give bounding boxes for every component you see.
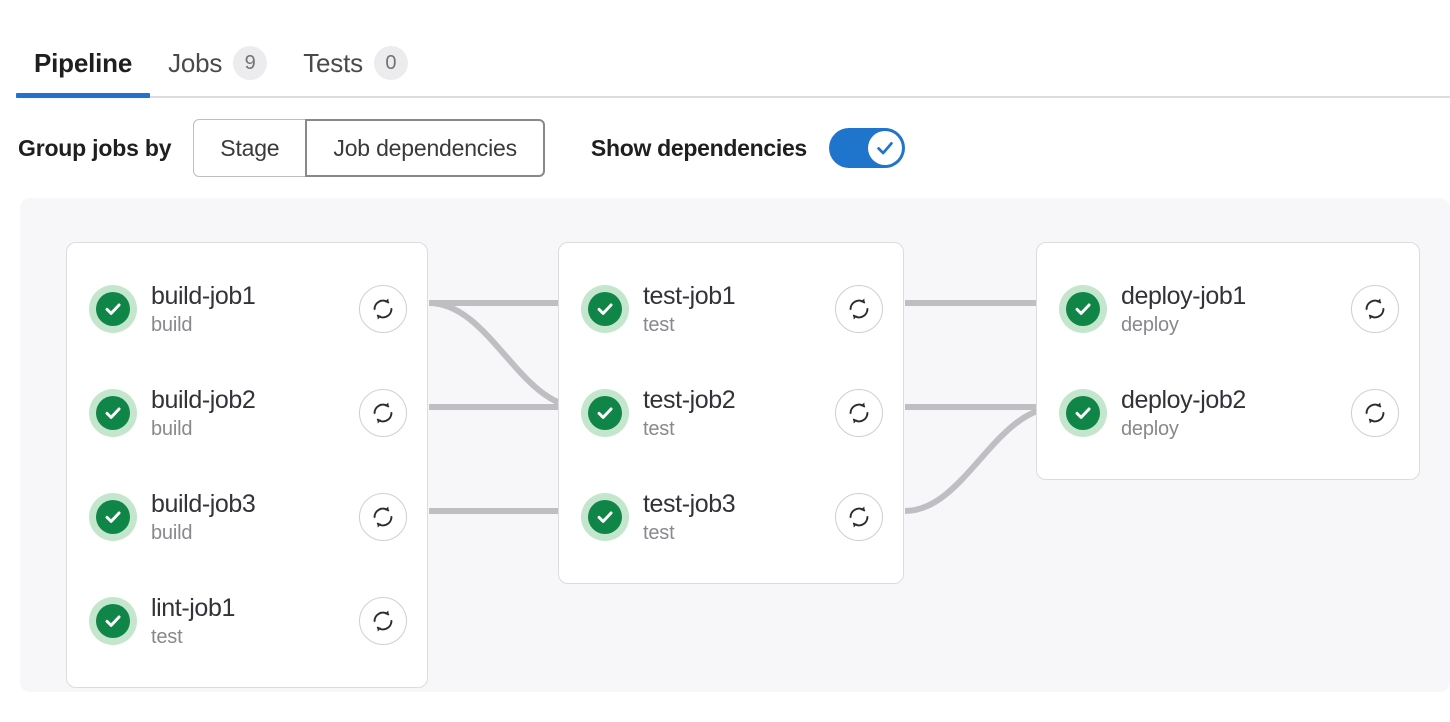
- job-name: build-job3: [151, 489, 256, 518]
- job-stage: test: [151, 625, 183, 648]
- retry-job-button-deploy-job2[interactable]: [1351, 389, 1399, 437]
- job-stage: deploy: [1121, 313, 1179, 336]
- retry-job-button-test-job1[interactable]: [835, 285, 883, 333]
- tab-jobs[interactable]: Jobs 9: [150, 0, 285, 98]
- toggle-knob: [867, 131, 902, 165]
- tab-jobs-badge: 9: [233, 46, 268, 80]
- job-row-deploy-job1[interactable]: deploy-job1 deploy: [1037, 257, 1419, 361]
- job-stage: test: [643, 521, 675, 544]
- tab-tests-badge: 0: [373, 46, 408, 80]
- pipeline-controls: Group jobs by Stage Job dependencies Sho…: [0, 98, 1450, 198]
- tab-jobs-label: Jobs: [168, 48, 223, 78]
- success-check-icon: [1075, 407, 1091, 419]
- retry-icon: [373, 506, 393, 528]
- job-stage: build: [151, 313, 193, 336]
- job-name: build-job1: [151, 281, 256, 310]
- retry-icon: [849, 402, 869, 424]
- retry-icon: [1365, 402, 1385, 424]
- job-name: build-job2: [151, 385, 256, 414]
- group-jobs-by-segmented-control: Stage Job dependencies: [193, 119, 545, 177]
- segment-stage[interactable]: Stage: [193, 119, 307, 177]
- success-check-icon: [1075, 303, 1091, 315]
- job-name: test-job2: [643, 385, 736, 414]
- retry-job-button-build-job3[interactable]: [359, 493, 407, 541]
- job-row-build-job3[interactable]: build-job3 build: [67, 465, 427, 569]
- pipeline-tabbar: Pipeline Jobs 9 Tests 0: [0, 0, 1450, 98]
- job-row-build-job2[interactable]: build-job2 build: [67, 361, 427, 465]
- job-status-success-icon: [581, 285, 629, 333]
- job-status-success-icon: [89, 285, 137, 333]
- retry-job-button-lint-job1[interactable]: [359, 597, 407, 645]
- tab-tests[interactable]: Tests 0: [285, 0, 426, 98]
- job-row-test-job1[interactable]: test-job1 test: [559, 257, 903, 361]
- job-status-success-icon: [89, 389, 137, 437]
- retry-job-button-build-job2[interactable]: [359, 389, 407, 437]
- active-tab-underline: [16, 93, 151, 98]
- job-name: deploy-job1: [1121, 281, 1246, 310]
- job-name: test-job1: [643, 281, 736, 310]
- job-group-card-test-group: test-job1 test test-job2 test test-job3 test: [558, 242, 904, 584]
- success-check-icon: [597, 511, 613, 523]
- job-stage: build: [151, 417, 193, 440]
- job-row-test-job3[interactable]: test-job3 test: [559, 465, 903, 569]
- job-row-deploy-job2[interactable]: deploy-job2 deploy: [1037, 361, 1419, 465]
- job-status-success-icon: [1059, 389, 1107, 437]
- job-status-success-icon: [1059, 285, 1107, 333]
- retry-icon: [1365, 298, 1385, 320]
- retry-icon: [373, 298, 393, 320]
- segment-job-dependencies[interactable]: Job dependencies: [305, 119, 545, 177]
- success-check-icon: [105, 615, 121, 627]
- job-name: lint-job1: [151, 593, 235, 622]
- retry-icon: [373, 402, 393, 424]
- job-group-card-deploy-group: deploy-job1 deploy deploy-job2 deploy: [1036, 242, 1420, 480]
- job-status-success-icon: [89, 597, 137, 645]
- tab-pipeline-label: Pipeline: [34, 48, 133, 78]
- job-row-test-job2[interactable]: test-job2 test: [559, 361, 903, 465]
- success-check-icon: [597, 407, 613, 419]
- job-stage: test: [643, 313, 675, 336]
- job-stage: deploy: [1121, 417, 1179, 440]
- retry-job-button-test-job3[interactable]: [835, 493, 883, 541]
- retry-job-button-deploy-job1[interactable]: [1351, 285, 1399, 333]
- retry-job-button-build-job1[interactable]: [359, 285, 407, 333]
- retry-icon: [849, 298, 869, 320]
- success-check-icon: [597, 303, 613, 315]
- retry-icon: [373, 610, 393, 632]
- job-status-success-icon: [581, 493, 629, 541]
- job-name: test-job3: [643, 489, 736, 518]
- check-icon: [877, 142, 893, 155]
- job-row-build-job1[interactable]: build-job1 build: [67, 257, 427, 361]
- success-check-icon: [105, 407, 121, 419]
- tab-tests-label: Tests: [303, 48, 363, 78]
- tab-pipeline[interactable]: Pipeline: [16, 0, 151, 98]
- job-status-success-icon: [89, 493, 137, 541]
- retry-job-button-test-job2[interactable]: [835, 389, 883, 437]
- success-check-icon: [105, 511, 121, 523]
- show-dependencies-label: Show dependencies: [590, 134, 807, 161]
- job-status-success-icon: [581, 389, 629, 437]
- job-row-lint-job1[interactable]: lint-job1 test: [67, 569, 427, 673]
- success-check-icon: [105, 303, 121, 315]
- group-jobs-by-label: Group jobs by: [18, 134, 172, 161]
- tabbar-divider: [16, 96, 1450, 98]
- retry-icon: [849, 506, 869, 528]
- show-dependencies-toggle[interactable]: [828, 128, 905, 168]
- job-stage: test: [643, 417, 675, 440]
- job-stage: build: [151, 521, 193, 544]
- job-name: deploy-job2: [1121, 385, 1246, 414]
